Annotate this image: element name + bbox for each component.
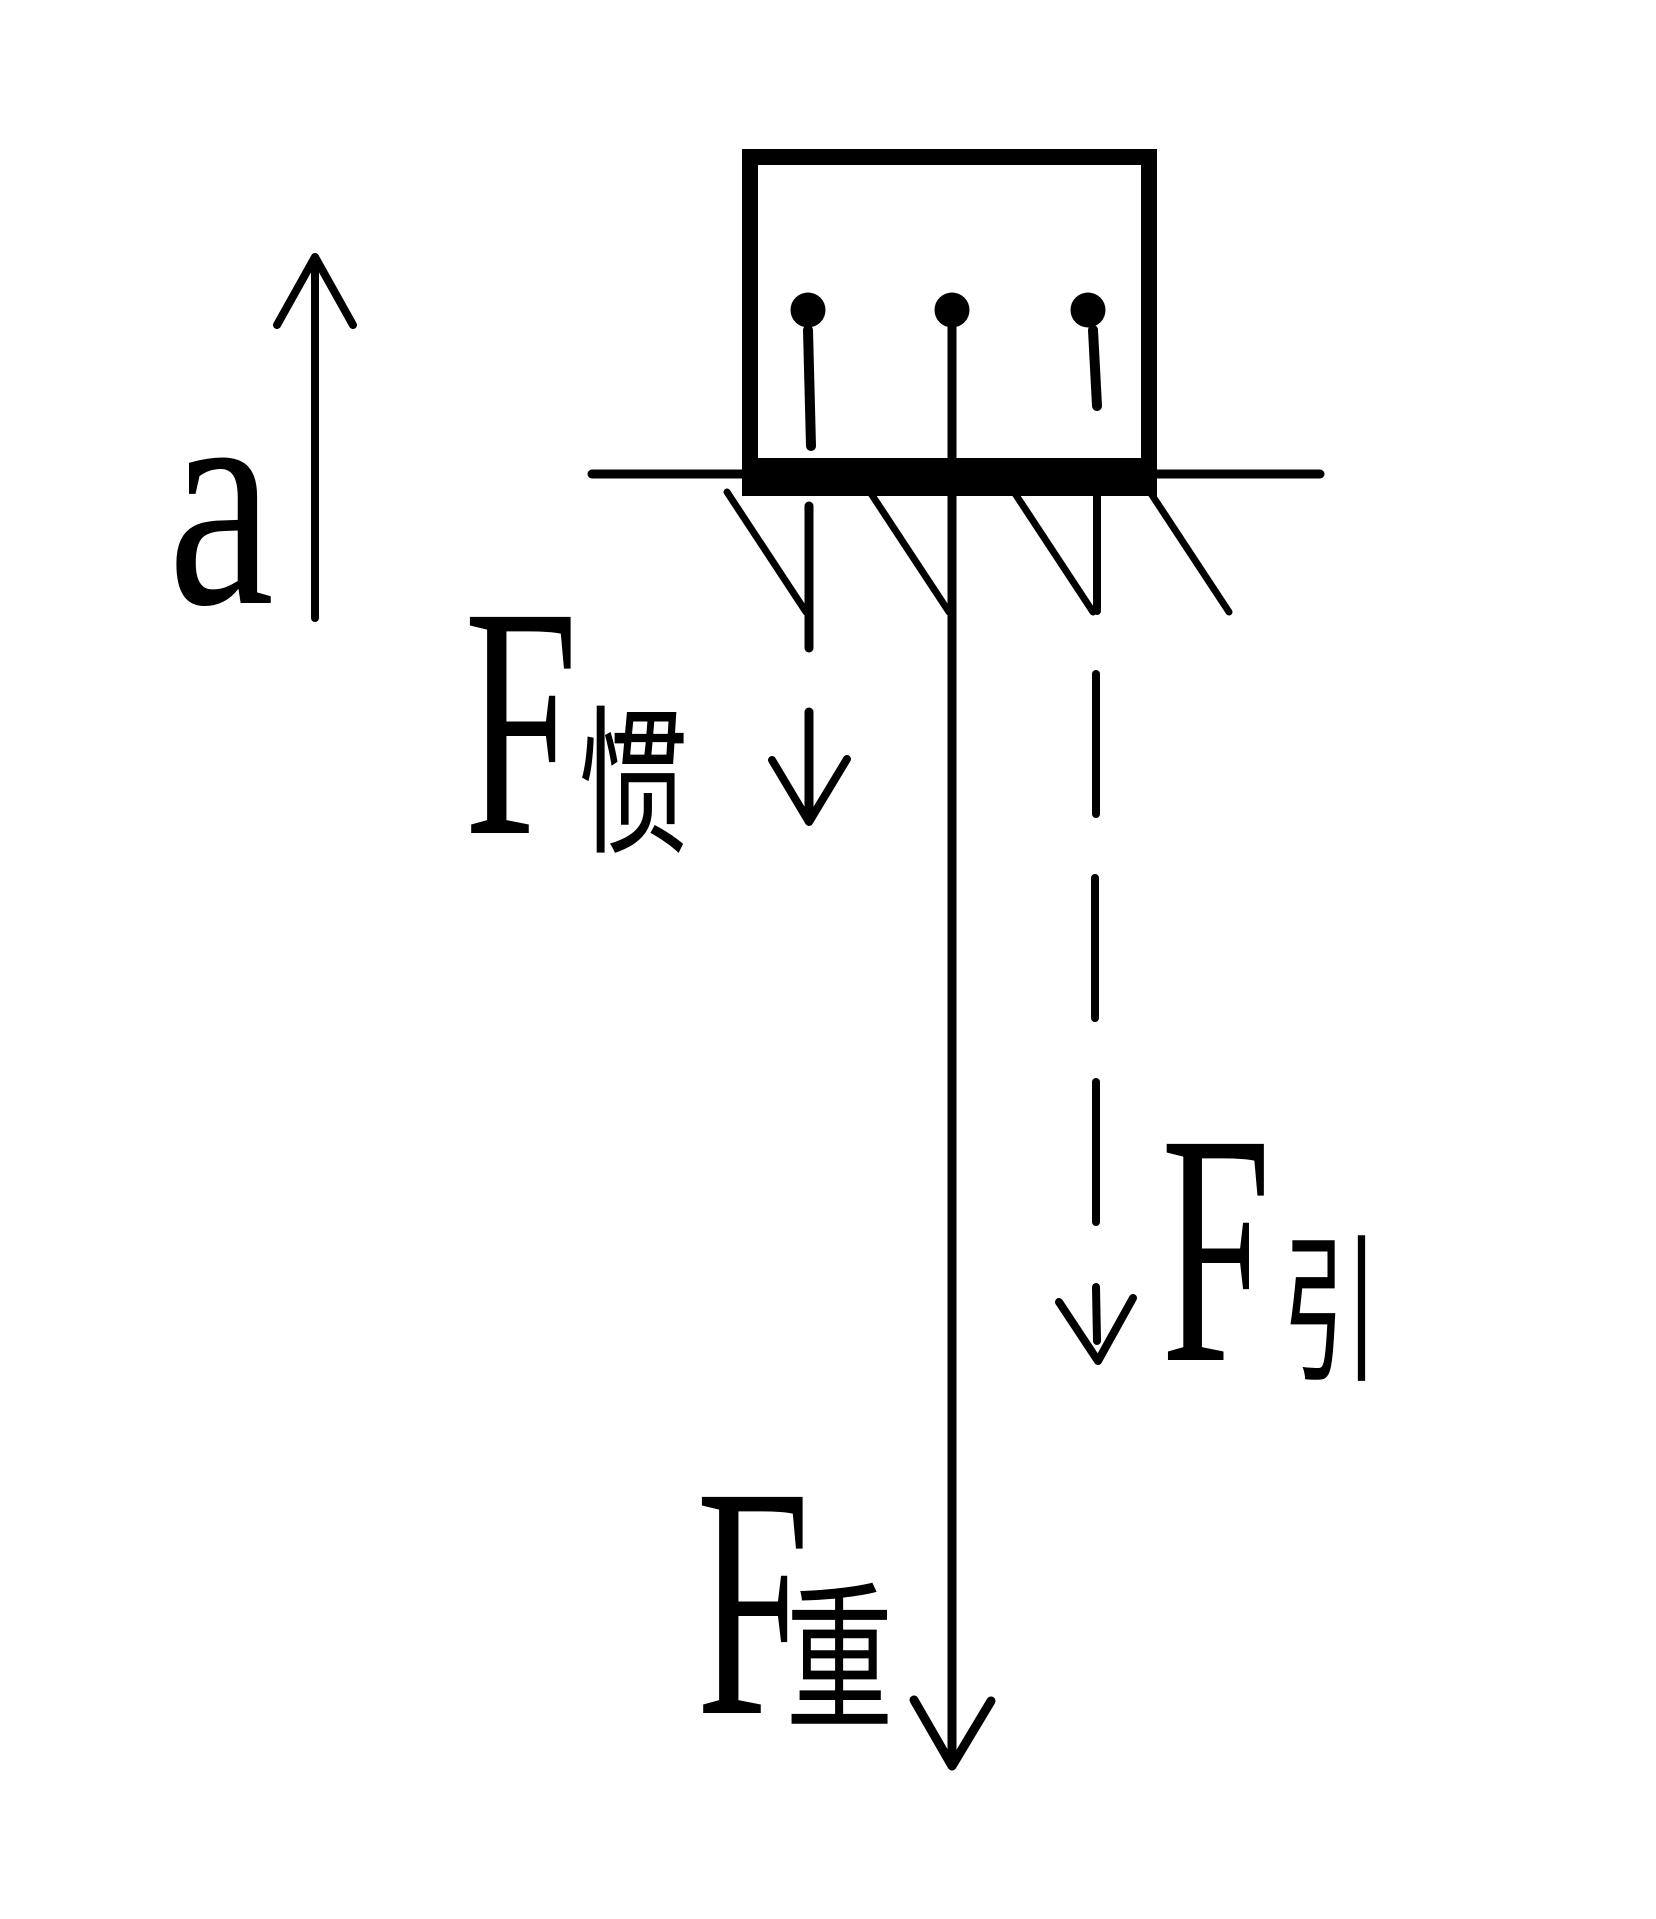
field-dot-left-tail (803, 325, 816, 451)
gravity-force-subscript: 重 (786, 1573, 893, 1751)
gravity-arrowhead-icon (909, 1695, 996, 1771)
field-dot-right-tail (1088, 325, 1102, 411)
acceleration-arrow (273, 253, 357, 622)
attraction-arrowhead-icon (1055, 1294, 1137, 1365)
ground-hatch-icon (866, 488, 953, 616)
field-dot-left (790, 292, 826, 328)
acceleration-arrowhead-icon (273, 253, 357, 329)
attraction-force-label: F 引 (1161, 1067, 1379, 1432)
inertia-arrowhead-icon (768, 755, 851, 826)
inertia-force-arrow (768, 501, 851, 826)
ground-hatch-icon (1010, 488, 1097, 616)
gravity-force-label: F 重 (696, 1420, 893, 1785)
attraction-force-subscript: 引 (1282, 1225, 1379, 1403)
acceleration-label: a (168, 328, 274, 671)
gravity-force-symbol: F (696, 1420, 810, 1785)
gravity-force-arrow (909, 305, 996, 1771)
ground-hatch-icon (723, 488, 810, 616)
attraction-force-symbol: F (1161, 1067, 1271, 1432)
ground-hatch-icon (1146, 488, 1233, 616)
inertia-force-subscript: 惯 (578, 697, 688, 875)
inertia-force-symbol: F (464, 540, 578, 905)
inertia-force-label: F 惯 (464, 540, 688, 905)
attraction-force-arrow (1055, 486, 1137, 1365)
field-dot-right (1070, 292, 1106, 328)
attraction-arrow-dash (1092, 1283, 1101, 1345)
